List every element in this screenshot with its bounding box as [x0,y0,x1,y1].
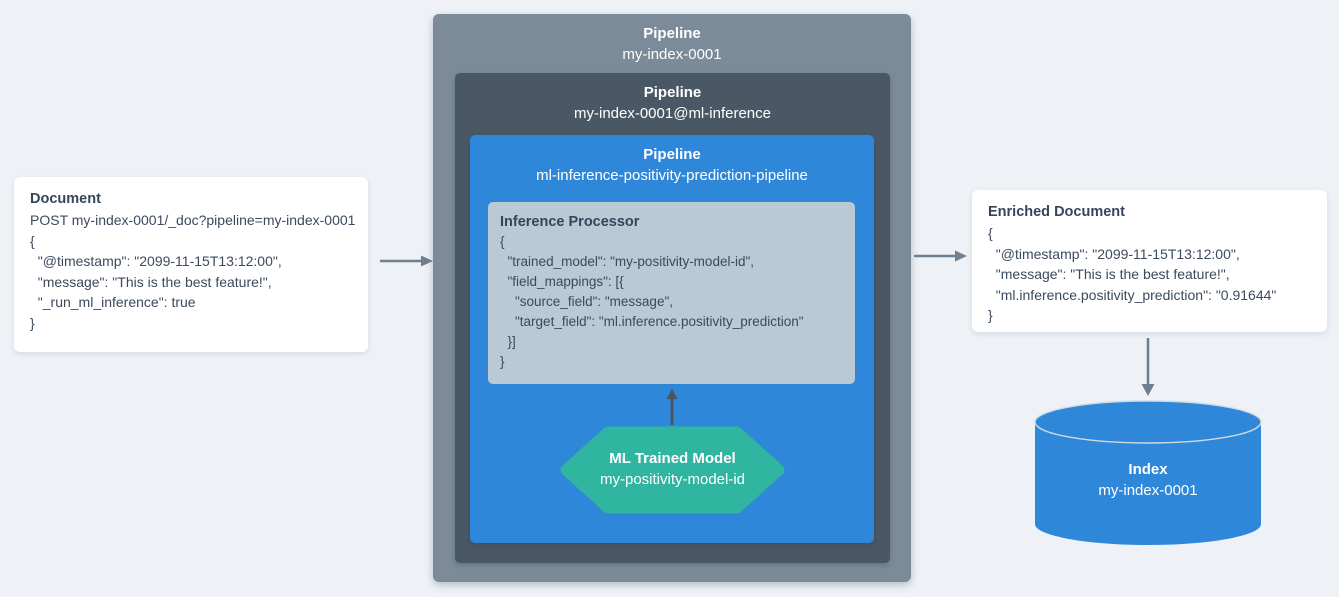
document-code-line: "@timestamp": "2099-11-15T13:12:00", [30,253,282,269]
document-code-line: } [30,314,35,331]
pipeline-outer-header: Pipeline my-index-0001 [433,14,911,65]
pipeline-mid-header: Pipeline my-index-0001@ml-inference [455,73,890,124]
processor-code-line: "field_mappings": [{ [500,274,624,289]
ml-model-title: ML Trained Model [609,450,736,467]
index-cylinder: Index my-index-0001 [1033,399,1263,547]
enriched-code-line: } [988,307,993,323]
enriched-document-card: Enriched Document { "@timestamp": "2099-… [972,190,1327,332]
processor-code-line: "trained_model": "my-positivity-model-id… [500,254,755,269]
hexagon-shape-icon [560,426,785,514]
ml-model-label: ML Trained Model my-positivity-model-id [560,448,785,490]
processor-code-line: "source_field": "message", [500,294,673,309]
document-card: Document POST my-index-0001/_doc?pipelin… [14,177,368,352]
document-card-title: Document [30,191,101,207]
document-code-line: "_run_ml_inference": true [30,294,196,310]
database-cylinder-icon [1034,400,1262,545]
pipeline-mid-box: Pipeline my-index-0001@ml-inference Pipe… [455,73,890,563]
pipeline-outer-title: Pipeline [643,25,701,42]
processor-code-line: } [500,354,505,369]
processor-code-line: { [500,234,505,249]
arrow-down-icon [1141,338,1155,396]
enriched-code-line: { [988,225,993,241]
ml-trained-model-hexagon: ML Trained Model my-positivity-model-id [560,426,785,514]
processor-code-line: }] [500,334,516,349]
enriched-code-line: "@timestamp": "2099-11-15T13:12:00", [988,245,1240,262]
inference-processor-title: Inference Processor [500,214,640,230]
pipeline-inner-title: Pipeline [643,146,701,163]
pipeline-inner-header: Pipeline ml-inference-positivity-predict… [470,135,874,186]
pipeline-inner-name: ml-inference-positivity-prediction-pipel… [536,167,808,184]
index-title: Index [1128,461,1168,478]
enriched-document-title: Enriched Document [988,204,1125,220]
processor-code-line: "target_field": "ml.inference.positivity… [500,314,804,329]
pipeline-outer-name: my-index-0001 [622,46,722,63]
arrow-right-icon [914,250,967,262]
enriched-code-line: "ml.inference.positivity_prediction": "0… [988,286,1277,303]
document-code-line: "message": "This is the best feature!", [30,273,272,290]
enriched-code-line: "message": "This is the best feature!", [988,266,1230,282]
pipeline-outer-box: Pipeline my-index-0001 Pipeline my-index… [433,14,911,582]
index-name: my-index-0001 [1098,482,1198,499]
arrow-right-icon [380,255,433,267]
pipeline-inner-box: Pipeline ml-inference-positivity-predict… [470,135,874,543]
arrow-up-icon [666,389,678,425]
document-code-line: POST my-index-0001/_doc?pipeline=my-inde… [30,212,356,228]
index-label: Index my-index-0001 [1033,459,1263,501]
ml-model-name: my-positivity-model-id [599,471,746,488]
inference-processor-card: Inference Processor { "trained_model": "… [488,202,855,384]
pipeline-mid-name: my-index-0001@ml-inference [574,105,771,122]
pipeline-mid-title: Pipeline [643,84,702,101]
document-code-line: { [30,232,35,249]
